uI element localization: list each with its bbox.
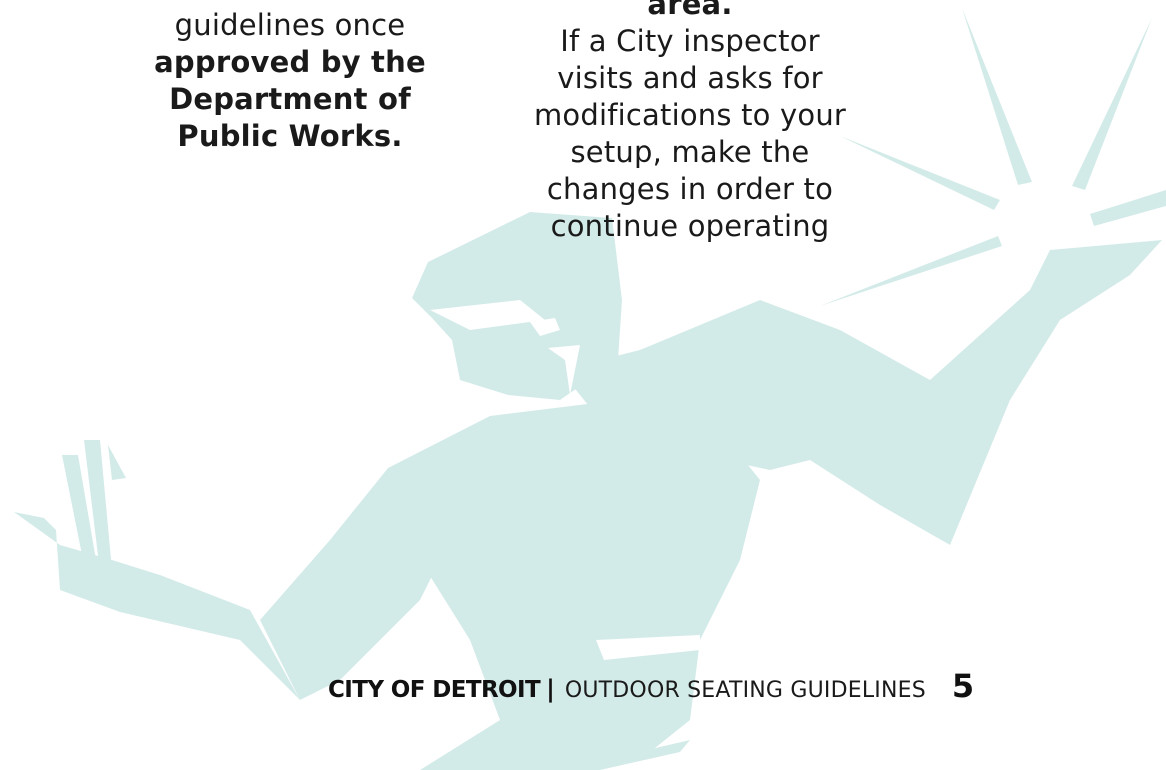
left-line-1: guidelines once [174,8,406,42]
left-text-column: guidelines once approved by the Departme… [70,7,510,155]
torso [388,400,760,770]
ray-left [840,136,1000,210]
left-line-4: Public Works. [177,119,403,153]
figure-highlights [430,300,700,660]
middle-line-6: continue operating [550,209,830,243]
left-line-2: approved by the [154,45,426,79]
middle-line-4: setup, make the [570,135,810,169]
left-line-3: Department of [169,82,411,116]
left-finger-3 [108,445,126,480]
torso-highlight [596,635,700,660]
page-footer: CITY OF DETROIT | OUTDOOR SEATING GUIDEL… [328,667,974,705]
left-hand [14,512,300,700]
face-highlight-3 [548,345,580,395]
middle-line-2: visits and asks for [557,61,823,95]
middle-text-column: area. If a City inspector visits and ask… [480,0,900,245]
footer-separator: | [546,675,555,703]
lower-arm [260,468,460,700]
middle-line-3: modifications to your [533,98,847,132]
ray-top-right [1072,18,1152,190]
figure-shapes [14,8,1166,770]
raised-arm [560,240,1162,545]
ray-top-left [962,8,1032,185]
lower-body [420,700,600,770]
page-number: 5 [951,667,975,705]
middle-heading-tail: area. [647,0,733,21]
face-highlight-2 [530,318,560,336]
ray-lower-left [820,236,1002,306]
footer-document-title: OUTDOOR SEATING GUIDELINES [564,678,926,703]
middle-line-1: If a City inspector [560,24,820,58]
face-highlight-1 [430,300,545,330]
footer-org-name: CITY OF DETROIT [328,677,541,703]
left-finger-2 [84,440,112,572]
left-finger-1 [62,455,96,565]
middle-line-5: changes in order to [546,172,834,206]
ray-right [1090,190,1166,226]
